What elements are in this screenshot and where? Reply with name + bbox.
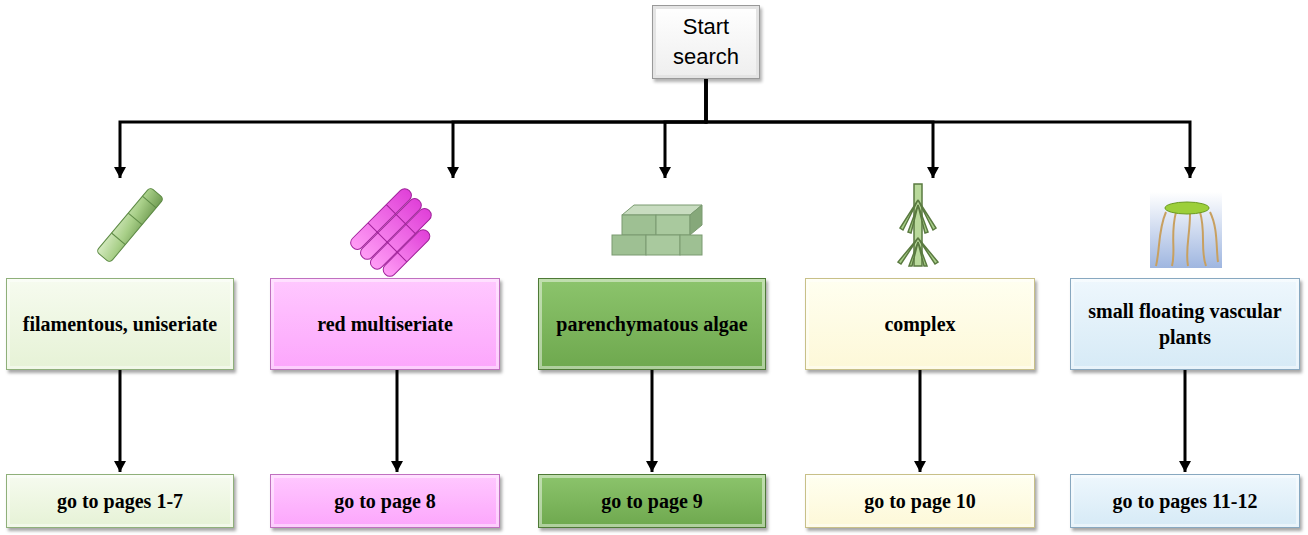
arrow-head bbox=[914, 461, 926, 472]
filament-icon bbox=[96, 187, 164, 263]
connector bbox=[706, 79, 933, 178]
arrow-head bbox=[391, 461, 403, 472]
node-label: small floating vascular plants bbox=[1081, 298, 1289, 350]
arrow-head bbox=[659, 167, 671, 178]
node-label: go to page 9 bbox=[601, 488, 703, 514]
node-label: go to pages 11-12 bbox=[1113, 488, 1258, 514]
category-box: parenchymatous algae bbox=[538, 278, 766, 370]
arrow-head bbox=[927, 167, 939, 178]
node-label: go to page 10 bbox=[864, 488, 976, 514]
node-label: red multiseriate bbox=[317, 311, 453, 337]
category-box: red multiseriate bbox=[270, 278, 500, 370]
node-label: Start search bbox=[665, 12, 747, 72]
page-box: go to page 9 bbox=[538, 474, 766, 528]
page-box: go to page 10 bbox=[805, 474, 1035, 528]
page-box: go to pages 1-7 bbox=[6, 474, 234, 528]
connector bbox=[453, 79, 706, 178]
arrow-head bbox=[447, 167, 459, 178]
node-label: go to pages 1-7 bbox=[57, 488, 183, 514]
arrow-head bbox=[646, 461, 658, 472]
node-label: go to page 8 bbox=[334, 488, 436, 514]
connector bbox=[665, 79, 706, 178]
arrow-head bbox=[1179, 461, 1191, 472]
category-box: complex bbox=[805, 278, 1035, 370]
arrow-head bbox=[114, 167, 126, 178]
parenchyma-icon bbox=[612, 205, 702, 255]
start-box: Start search bbox=[652, 5, 760, 79]
node-label: complex bbox=[884, 311, 955, 337]
arrow-head bbox=[1184, 167, 1196, 178]
connector bbox=[119, 370, 122, 472]
category-box: filamentous, uniseriate bbox=[6, 278, 234, 370]
connector bbox=[120, 79, 706, 178]
connector bbox=[396, 370, 399, 472]
connector bbox=[651, 370, 654, 472]
connector bbox=[919, 370, 922, 472]
node-label: filamentous, uniseriate bbox=[23, 311, 217, 337]
connector bbox=[706, 79, 1190, 178]
category-box: small floating vascular plants bbox=[1070, 278, 1300, 370]
multiseriate-icon bbox=[348, 186, 443, 281]
node-label: parenchymatous algae bbox=[556, 311, 747, 337]
arrow-head bbox=[114, 461, 126, 472]
page-box: go to page 8 bbox=[270, 474, 500, 528]
floating-plant-icon bbox=[1150, 192, 1222, 268]
complex-thallus-icon bbox=[898, 184, 938, 266]
page-box: go to pages 11-12 bbox=[1070, 474, 1300, 528]
connector bbox=[1184, 370, 1187, 472]
